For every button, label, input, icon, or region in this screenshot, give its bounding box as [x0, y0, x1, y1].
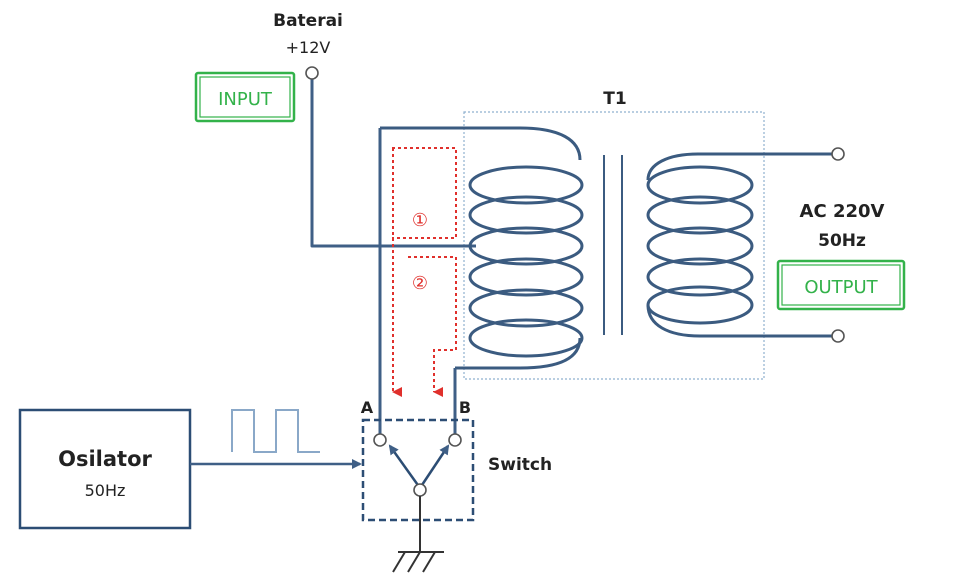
output-terminal-bottom[interactable] — [831, 329, 845, 343]
current-path-2: ② — [408, 256, 457, 397]
switch-common-node[interactable] — [413, 483, 427, 497]
switch-arm-a — [388, 444, 422, 489]
oscillator-title: Osilator — [58, 447, 152, 471]
ground-icon — [392, 496, 444, 573]
battery-title: Baterai — [273, 11, 343, 31]
switch-terminal-a[interactable] — [373, 433, 387, 447]
input-label-box: INPUT — [194, 71, 296, 123]
output-voltage: AC 220V — [800, 201, 885, 222]
switch-label: Switch — [488, 455, 552, 475]
primary-coil — [380, 126, 584, 370]
transformer-frame — [463, 111, 765, 380]
transformer-label: T1 — [603, 89, 626, 109]
output-label: OUTPUT — [804, 277, 878, 298]
battery-terminal[interactable] — [305, 66, 319, 80]
battery-voltage: +12V — [286, 38, 331, 57]
switch-box — [361, 418, 475, 522]
current-path-1: ① — [392, 147, 457, 397]
switch-terminal-b[interactable] — [448, 433, 462, 447]
oscillator-box — [18, 408, 192, 530]
square-wave-icon — [231, 409, 320, 453]
current-path-1-label: ① — [412, 210, 428, 231]
switch-arm-b — [418, 444, 450, 489]
output-label-box: OUTPUT — [776, 259, 906, 311]
output-terminal-top[interactable] — [831, 147, 845, 161]
secondary-coil — [646, 152, 838, 338]
oscillator-frequency: 50Hz — [85, 481, 126, 500]
current-path-2-label: ② — [412, 273, 428, 294]
battery-wire — [310, 74, 476, 248]
switch-terminal-a-label: A — [361, 398, 374, 417]
switch-terminal-b-label: B — [459, 398, 471, 417]
input-label: INPUT — [218, 89, 273, 110]
output-frequency: 50Hz — [818, 231, 866, 251]
